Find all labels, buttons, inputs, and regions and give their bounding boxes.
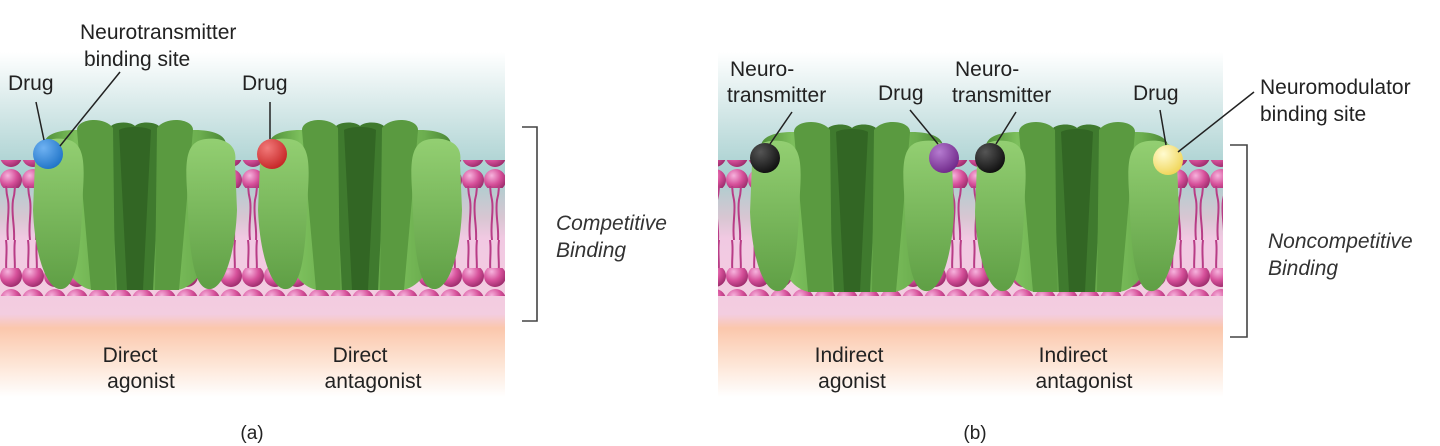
- label-drug-a2: Drug: [242, 72, 288, 95]
- leader-drug-a1: [35, 101, 45, 141]
- drug-indirect-agonist-purple: [929, 143, 959, 173]
- leader-nm-site: [1177, 91, 1255, 153]
- leader-drug-b1: [909, 109, 939, 145]
- label-indirect-agonist: Indirect agonist: [815, 344, 890, 393]
- drug-indirect-antagonist-yellow: [1153, 145, 1183, 175]
- label-neuro-left: Neuro- transmitter: [727, 58, 826, 107]
- leader-neuro-left: [769, 111, 793, 145]
- drug-agonist-blue: [33, 139, 63, 169]
- label-drug-b1: Drug: [878, 82, 924, 105]
- leader-drug-b2: [1159, 109, 1167, 146]
- receptor-direct-agonist: [33, 119, 237, 290]
- leader-nt-site: [59, 71, 121, 147]
- label-indirect-antagonist: Indirect antagonist: [1036, 344, 1133, 393]
- drug-antagonist-red: [257, 139, 287, 169]
- label-neuro-right: Neuro- transmitter: [952, 58, 1051, 107]
- label-nt-site: Neurotransmitter binding site: [80, 21, 242, 71]
- label-drug-b2: Drug: [1133, 82, 1179, 105]
- bracket-competitive: [522, 126, 538, 322]
- leader-neuro-right: [995, 111, 1017, 145]
- caption-b: (b): [963, 423, 986, 444]
- caption-a: (a): [240, 423, 263, 444]
- neurotransmitter-right: [975, 143, 1005, 173]
- label-direct-agonist: Direct agonist: [103, 344, 175, 393]
- receptor-indirect-antagonist: [975, 121, 1179, 292]
- label-drug-a1: Drug: [8, 72, 54, 95]
- label-direct-antagonist: Direct antagonist: [325, 344, 422, 393]
- neurotransmitter-left: [750, 143, 780, 173]
- label-competitive-binding: Competitive Binding: [556, 212, 673, 262]
- label-noncompetitive-binding: Noncompetitive Binding: [1268, 230, 1419, 280]
- receptor-direct-antagonist: [258, 119, 462, 290]
- bracket-noncompetitive: [1230, 144, 1248, 338]
- panel-b: Neuro- transmitter Drug Neuro- transmitt…: [718, 52, 1419, 444]
- panel-a: Drug Neurotransmitter binding site Drug …: [0, 21, 673, 444]
- receptor-indirect-agonist: [750, 121, 954, 292]
- label-nm-site: Neuromodulator binding site: [1260, 76, 1416, 126]
